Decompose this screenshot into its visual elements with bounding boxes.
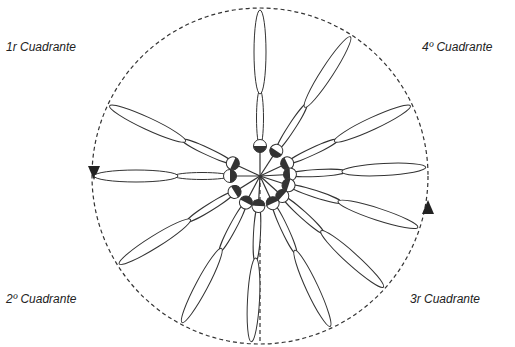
oarlock	[224, 155, 241, 172]
oarlock	[226, 183, 244, 201]
oar-blade	[94, 170, 178, 182]
oar-loom	[290, 168, 346, 178]
oarlock-fill	[230, 157, 241, 172]
oar	[256, 172, 387, 292]
oarlock-ring	[226, 183, 244, 201]
oar-blade	[254, 10, 266, 94]
oarlock-fill	[267, 147, 281, 160]
oar	[255, 34, 355, 180]
oar-blade	[177, 246, 227, 326]
oarlock	[252, 199, 266, 213]
oar-loom	[257, 90, 264, 146]
oar	[260, 161, 426, 182]
oar	[94, 170, 260, 182]
oar-loom	[287, 182, 342, 206]
oar-loom	[252, 206, 262, 262]
oarlock-fill	[240, 194, 255, 206]
oarlock	[264, 195, 281, 212]
oar-blade	[245, 258, 261, 343]
oar-blade	[342, 161, 427, 177]
oar-blade	[107, 100, 188, 146]
oarlock-fill	[264, 195, 279, 206]
oarlock	[254, 140, 267, 153]
oars	[94, 10, 426, 342]
oar-blade	[336, 196, 420, 233]
oar	[116, 171, 263, 269]
quadrant-label: 4º Cuadrante	[422, 40, 492, 54]
oar-blade	[289, 248, 335, 329]
oarlock-ring	[267, 142, 285, 160]
quadrant-label: 2º Cuadrante	[6, 292, 76, 306]
stroke-circle	[92, 8, 428, 344]
oarlock-ring	[254, 140, 267, 153]
oar	[254, 10, 266, 176]
oarlock-fill	[254, 146, 267, 153]
oar-blade	[116, 214, 194, 269]
oar	[107, 100, 263, 181]
oarlock-ring	[252, 199, 266, 213]
oarlock	[224, 170, 237, 183]
oarlock	[267, 142, 285, 160]
oar-loom	[174, 173, 230, 180]
oarlock-ring	[224, 170, 237, 183]
oarlock-fill	[230, 170, 237, 183]
oar-blade	[332, 100, 413, 146]
oar-blade	[300, 34, 356, 111]
quadrant-label: 1r Cuadrante	[6, 40, 76, 54]
direction-arrow	[422, 200, 434, 214]
oar-blade	[317, 226, 387, 291]
oar	[255, 173, 336, 329]
oarlock-ring	[224, 155, 241, 172]
oarlock-fill	[231, 183, 243, 197]
oarlock-fill	[252, 199, 265, 206]
oar	[177, 173, 266, 325]
oarlock-ring	[264, 195, 281, 212]
quadrant-label: 3r Cuadrante	[410, 292, 480, 306]
